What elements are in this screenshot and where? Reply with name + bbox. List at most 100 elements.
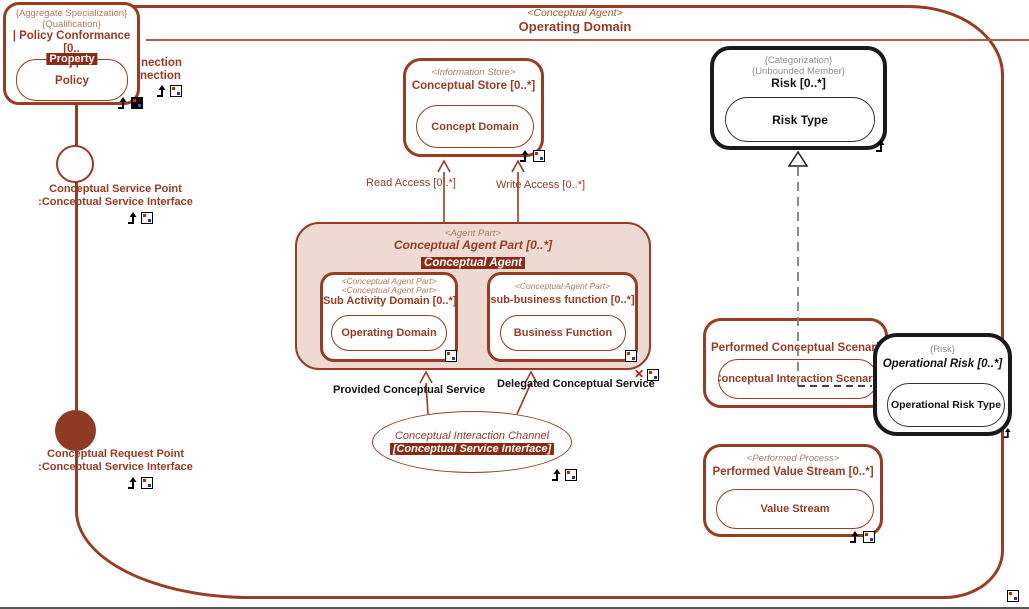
- risk-tag-2: {Unbounded Member}: [752, 66, 845, 77]
- diagram-indicator-icon[interactable]: [625, 350, 637, 362]
- diagram-indicator-icon[interactable]: [141, 212, 153, 224]
- policy-title-line1: | Policy Conformance [0..: [12, 30, 131, 55]
- operational-risk-box[interactable]: {Risk} Operational Risk [0..*] Operation…: [873, 333, 1012, 438]
- operating-domain-box[interactable]: [75, 5, 1004, 599]
- operating-domain-header: <Conceptual Agent> Operating Domain: [145, 7, 1005, 35]
- conceptual-store-box[interactable]: <Information Store> Conceptual Store [0.…: [403, 58, 544, 157]
- open-arrowhead-icon: [437, 159, 451, 173]
- navigate-up-icon[interactable]: [126, 477, 138, 489]
- operating-domain-stadium[interactable]: Operating Domain: [331, 315, 447, 351]
- open-arrowhead-icon: [419, 370, 433, 384]
- diagram-indicator-icon[interactable]: [647, 369, 660, 381]
- property-highlight-label: Property: [46, 53, 98, 65]
- navigate-up-icon[interactable]: [550, 469, 562, 481]
- concept-domain-stadium[interactable]: Concept Domain: [416, 105, 534, 148]
- risk-icons: [874, 140, 886, 152]
- operating-domain-title: Operating Domain: [518, 19, 632, 34]
- sub-right-stereotype: <Conceptual Agent Part>: [514, 281, 611, 291]
- policy-icons: [116, 97, 143, 109]
- policy-conformance-box[interactable]: {Aggregate Specialization} {Qualificatio…: [3, 2, 140, 105]
- diagram-indicator-icon[interactable]: [170, 85, 182, 97]
- provided-service-connector[interactable]: [425, 382, 429, 415]
- delegated-service-connector[interactable]: [516, 382, 532, 415]
- navigate-up-icon[interactable]: [1002, 428, 1012, 438]
- risk-type-stadium[interactable]: Risk Type: [725, 97, 875, 142]
- agent-part-title: Conceptual Agent Part [0..*]: [393, 238, 553, 252]
- concept-domain-label: Concept Domain: [431, 120, 519, 133]
- provided-service-label: Provided Conceptual Service: [333, 384, 486, 396]
- operational-risk-tag: {Risk}: [930, 344, 955, 355]
- value-stream-stereotype: <Performed Process>: [746, 453, 840, 464]
- sub-left-stereotype-2: <Conceptual Agent Part>: [341, 285, 437, 295]
- business-function-stadium[interactable]: Business Function: [500, 315, 626, 351]
- performed-value-stream-box[interactable]: <Performed Process> Performed Value Stre…: [703, 444, 883, 537]
- navigate-up-icon[interactable]: [518, 150, 530, 162]
- operating-domain-instance-label: Operating Domain: [341, 327, 437, 339]
- risk-box[interactable]: {Categorization} {Unbounded Member} Risk…: [710, 46, 887, 150]
- diagram-indicator-icon[interactable]: [1007, 590, 1019, 602]
- write-access-label: Write Access [0..*]: [496, 179, 586, 191]
- ellipse-icons: [550, 469, 577, 481]
- operational-risk-type-stadium[interactable]: Operational Risk Type: [887, 383, 1005, 427]
- policy-label: Policy: [55, 75, 89, 87]
- navigate-up-icon[interactable]: [874, 140, 886, 152]
- info-store-title: Conceptual Store [0..*]: [411, 80, 536, 92]
- sub-activity-domain-title: Sub Activity Domain [0..*]: [323, 295, 457, 307]
- info-store-stereotype: <Information Store>: [431, 67, 516, 78]
- diagram-indicator-icon[interactable]: [863, 531, 875, 543]
- diagram-indicator-icon[interactable]: [131, 97, 143, 109]
- service-point-icons: [126, 212, 153, 224]
- value-stream-icons: [848, 531, 875, 543]
- risk-title: Risk [0..*]: [771, 76, 826, 90]
- interaction-channel-label: Conceptual Interaction Channel: [394, 429, 550, 442]
- delegated-markers: ✕: [634, 367, 660, 381]
- clipped-label-1: nection: [141, 57, 182, 69]
- service-interface-highlight-label: [Conceptual Service Interface]: [389, 442, 555, 455]
- policy-tag-1: {Aggregate Specialization}: [15, 8, 128, 19]
- operational-risk-type-label: Operational Risk Type: [890, 399, 1002, 411]
- diagram-indicator-icon[interactable]: [445, 350, 457, 362]
- operating-domain-stereotype: <Conceptual Agent>: [527, 7, 623, 19]
- open-arrowhead-icon: [511, 159, 525, 173]
- request-point-label: Conceptual Request Point :Conceptual Ser…: [8, 448, 223, 473]
- sub-left-stereotype-1: <Conceptual Agent Part>: [341, 276, 437, 286]
- sub-business-function-box[interactable]: <Conceptual Agent Part> sub-business fun…: [487, 272, 638, 362]
- diagram-indicator-icon[interactable]: [533, 150, 545, 162]
- navigate-up-icon[interactable]: [126, 212, 138, 224]
- operational-risk-title: Operational Risk [0..*]: [882, 358, 1003, 370]
- read-access-label: Read Access [0..*]: [366, 177, 456, 189]
- delegated-service-label: Delegated Conceptual Service: [497, 378, 655, 390]
- title-separator: [146, 39, 1029, 41]
- sub-activity-domain-box[interactable]: <Conceptual Agent Part> <Conceptual Agen…: [320, 272, 458, 362]
- navigate-up-icon[interactable]: [116, 97, 128, 109]
- hollow-triangle-arrowhead-icon: [787, 150, 809, 167]
- value-stream-title: Performed Value Stream [0..*]: [712, 466, 874, 478]
- sub-business-function-title: sub-business function [0..*]: [490, 294, 635, 306]
- clipped-label-2: nection: [140, 70, 181, 82]
- navigate-up-icon[interactable]: [155, 85, 167, 97]
- diagram-indicator-icon[interactable]: [565, 469, 577, 481]
- value-stream-label: Value Stream: [760, 503, 830, 515]
- interaction-channel-ellipse[interactable]: Conceptual Interaction Channel [Conceptu…: [372, 411, 572, 473]
- conceptual-agent-highlight-label: Conceptual Agent: [421, 257, 525, 269]
- service-point-name: Conceptual Service Point: [49, 183, 182, 195]
- connection-icons: [155, 85, 182, 97]
- service-point-label: Conceptual Service Point :Conceptual Ser…: [8, 183, 223, 208]
- agent-part-stereotype: <Agent Part>: [445, 228, 501, 239]
- info-store-icons: [518, 150, 545, 162]
- value-stream-stadium[interactable]: Value Stream: [716, 489, 874, 529]
- conceptual-request-port[interactable]: [55, 410, 96, 451]
- policy-tag-2: {Qualification}: [42, 19, 101, 30]
- service-point-interface: :Conceptual Service Interface: [38, 195, 193, 208]
- policy-inner-box[interactable]: Property Policy: [16, 53, 128, 101]
- request-point-name: Conceptual Request Point: [47, 448, 184, 460]
- error-x-icon: ✕: [634, 367, 645, 381]
- request-point-icons: [126, 477, 153, 489]
- risk-tag-1: {Categorization}: [764, 55, 833, 66]
- risk-type-label: Risk Type: [772, 112, 828, 127]
- conceptual-service-port[interactable]: [56, 145, 94, 183]
- diagram-indicator-icon[interactable]: [141, 477, 153, 489]
- conceptual-agent-part-box[interactable]: <Agent Part> Conceptual Agent Part [0..*…: [295, 222, 651, 370]
- request-point-interface: :Conceptual Service Interface: [38, 460, 193, 473]
- navigate-up-icon[interactable]: [848, 531, 860, 543]
